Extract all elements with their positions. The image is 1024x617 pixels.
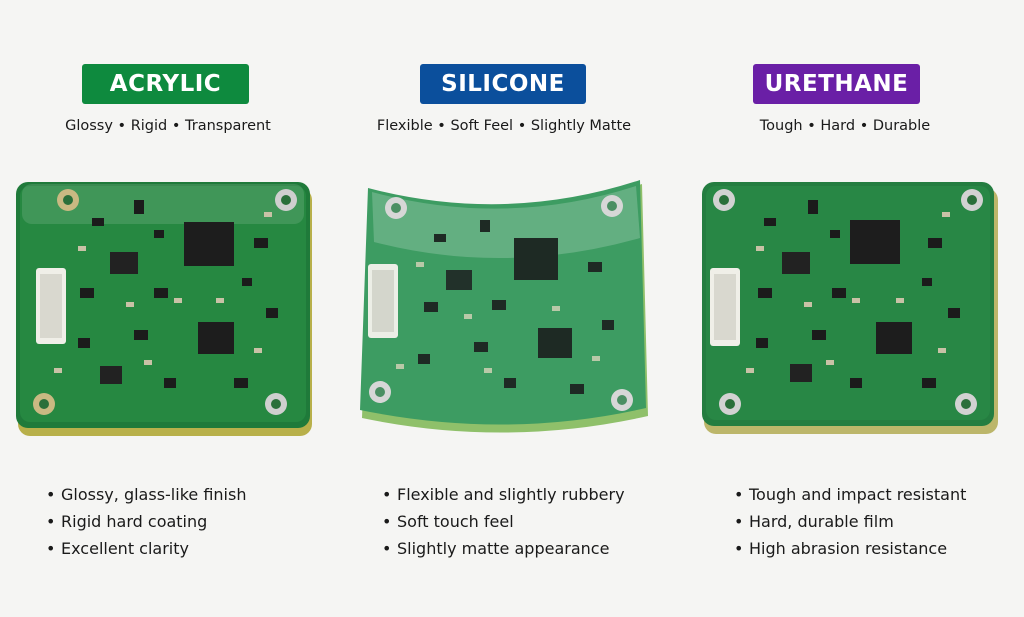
list-item: •Slightly matte appearance bbox=[382, 539, 610, 558]
urethane-column: URETHANE Tough • Hard • Durable bbox=[670, 0, 1024, 617]
list-item: •High abrasion resistance bbox=[734, 539, 948, 558]
acrylic-column: ACRYLIC Glossy • Rigid • Transparent bbox=[0, 0, 340, 617]
list-item: •Flexible and slightly rubbery bbox=[382, 485, 625, 504]
list-item: •Rigid hard coating bbox=[46, 512, 208, 531]
acrylic-feature-list: •Glossy, glass-like finish •Rigid hard c… bbox=[46, 484, 246, 565]
pcb-board-acrylic bbox=[14, 178, 314, 440]
silicone-title-badge: SILICONE bbox=[420, 64, 586, 104]
silicone-feature-list: •Flexible and slightly rubbery •Soft tou… bbox=[382, 484, 625, 565]
list-item: •Soft touch feel bbox=[382, 512, 514, 531]
pcb-board-urethane bbox=[700, 178, 1000, 440]
list-item: •Hard, durable film bbox=[734, 512, 894, 531]
acrylic-properties: Glossy • Rigid • Transparent bbox=[65, 118, 271, 134]
acrylic-title-badge: ACRYLIC bbox=[82, 64, 249, 104]
list-item: •Excellent clarity bbox=[46, 539, 189, 558]
pcb-board-silicone bbox=[356, 178, 656, 444]
urethane-title-badge: URETHANE bbox=[753, 64, 920, 104]
silicone-column: SILICONE Flexible • Soft Feel • Slightly… bbox=[340, 0, 670, 617]
silicone-properties: Flexible • Soft Feel • Slightly Matte bbox=[376, 118, 632, 134]
list-item: •Glossy, glass-like finish bbox=[46, 485, 247, 504]
urethane-properties: Tough • Hard • Durable bbox=[759, 118, 931, 134]
list-item: •Tough and impact resistant bbox=[734, 485, 967, 504]
urethane-feature-list: •Tough and impact resistant •Hard, durab… bbox=[734, 484, 966, 565]
